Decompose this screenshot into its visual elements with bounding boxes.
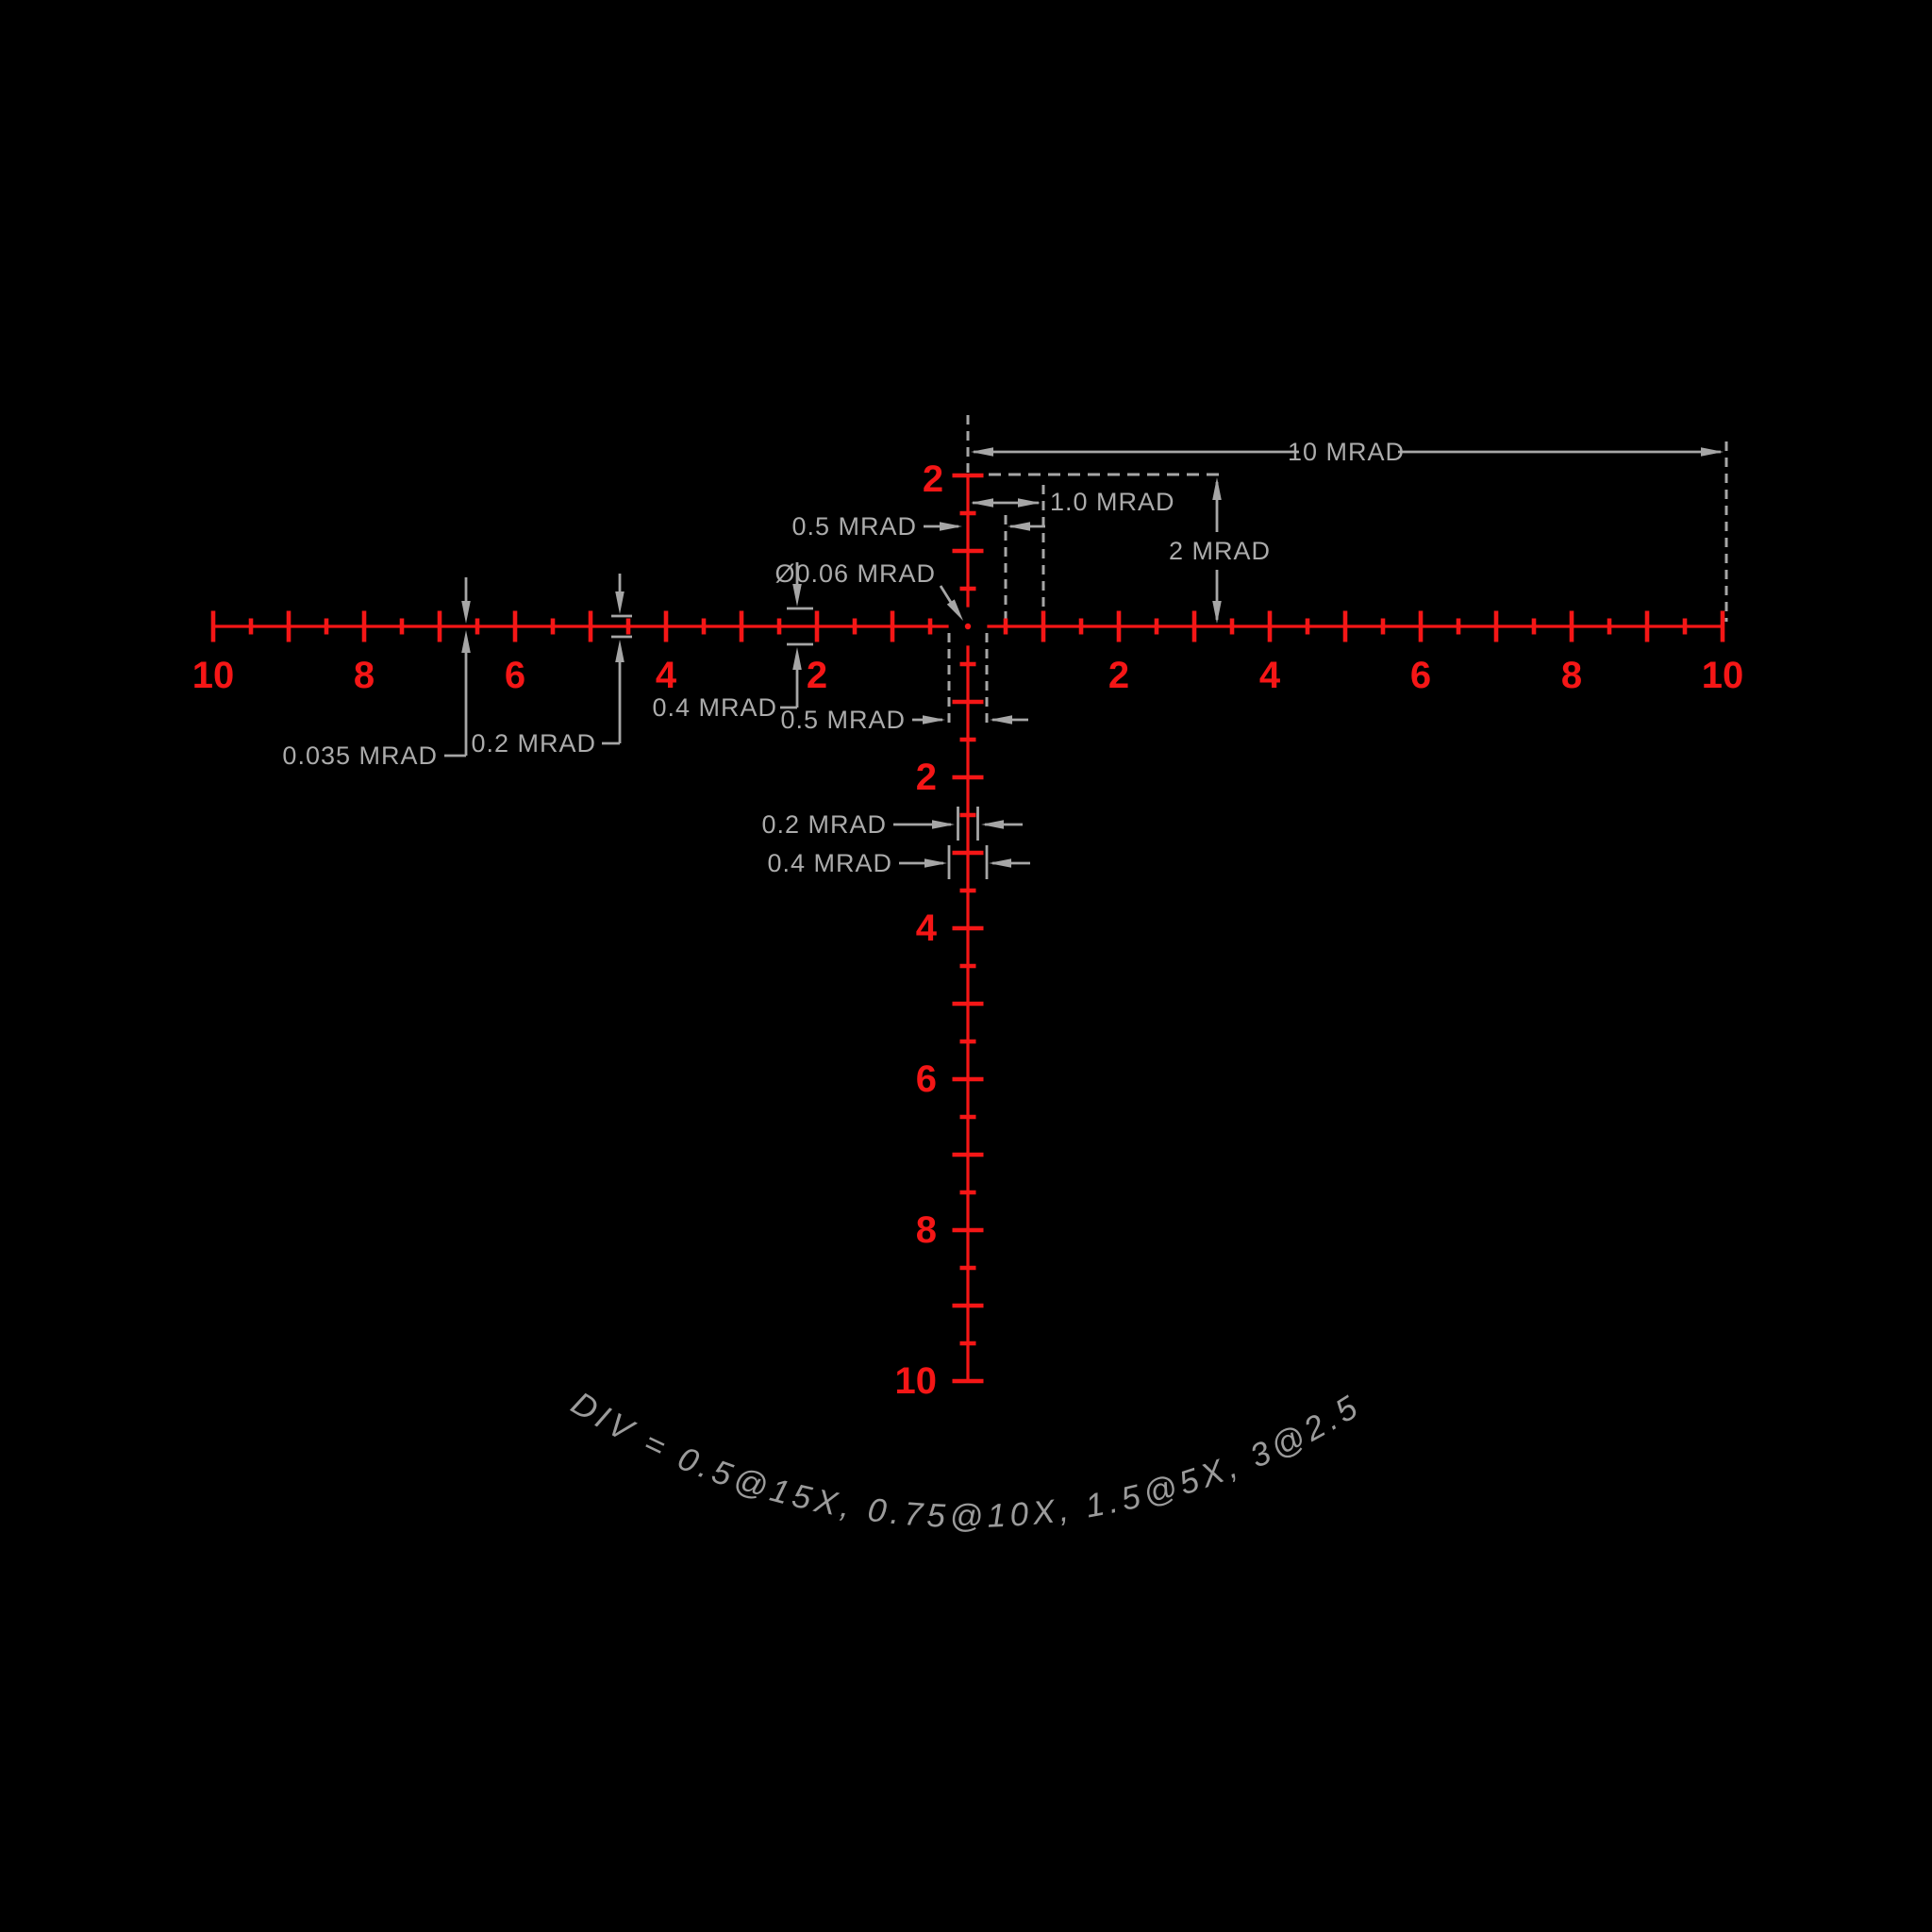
dimension-arrowhead [990,715,1012,724]
dim-2-mrad: 2 MRAD [1169,477,1271,624]
dim-0p4-mrad-horizontal-tick: 0.4 MRAD [652,562,813,722]
horizontal-scale-number: 8 [354,655,375,696]
dim-1p0-mrad-label: 1.0 MRAD [1050,488,1175,516]
dim-0p5-mrad-center-gap-label: 0.5 MRAD [780,706,906,734]
dimension-arrowhead [1212,477,1222,500]
dimension-arrowhead [981,820,1004,829]
dim-0p4-mrad-vertical-tick: 0.4 MRAD [767,845,1030,879]
dimension-arrowhead [989,858,1011,868]
dim-0p2-mrad-vertical-tick: 0.2 MRAD [761,807,1023,841]
dimension-arrowhead [946,599,963,621]
vertical-scale-number: 4 [916,908,938,949]
dim-line-thickness-label: 0.035 MRAD [282,741,438,770]
horizontal-scale-number: 2 [1108,655,1129,696]
horizontal-scale-number: 2 [807,655,827,696]
dim-0p5-mrad-center-gap: 0.5 MRAD [780,706,1028,734]
vertical-scale-number: 10 [895,1360,938,1402]
dim-1p0-mrad: 1.0 MRAD [971,488,1175,516]
dim-dot-diameter: Ø0.06 MRAD [774,559,963,621]
vertical-scale-number: 6 [916,1058,937,1100]
dim-line-thickness: 0.035 MRAD [282,577,471,770]
horizontal-scale-number: 4 [1259,655,1281,696]
dim-0p2-mrad-horizontal-tick: 0.2 MRAD [471,574,632,758]
dimension-arrowhead [932,820,955,829]
dimension-arrowhead [1008,522,1030,531]
dimension-arrowhead [1018,498,1041,508]
upper-scale-number: 2 [923,458,943,500]
vertical-scale-number: 8 [916,1209,937,1251]
dimension-annotations: 10 MRAD 1.0 MRAD 2 MRAD 0.5 MRAD Ø0.06 MRAD 0… [282,438,1724,879]
horizontal-scale-number: 10 [1702,655,1744,696]
horizontal-scale-number: 6 [505,655,525,696]
dimension-arrowhead [461,601,471,624]
dimension-arrowhead [1212,601,1222,624]
dim-0p2-mrad-vertical-tick-label: 0.2 MRAD [761,810,887,839]
horizontal-scale-number: 6 [1410,655,1431,696]
dim-0p2-mrad-horizontal-tick-label: 0.2 MRAD [471,729,596,758]
dimension-arrowhead [971,447,993,457]
horizontal-scale-number: 8 [1561,655,1582,696]
dim-10-mrad: 10 MRAD [971,438,1724,466]
dimension-arrowhead [615,591,625,614]
dimension-arrowhead [940,522,962,531]
dim-2-mrad-label: 2 MRAD [1169,537,1271,565]
dimension-arrowhead [615,640,625,662]
dim-0p5-mrad-upper: 0.5 MRAD [791,512,1045,541]
dimension-arrowhead [923,715,945,724]
dashed-extension-lines [947,415,1728,728]
dim-0p4-mrad-horizontal-tick-label: 0.4 MRAD [652,693,777,722]
center-aiming-dot [964,623,972,630]
dim-0p5-mrad-upper-label: 0.5 MRAD [791,512,917,541]
horizontal-scale-number: 10 [192,655,235,696]
vertical-scale-number: 2 [916,757,937,798]
dim-dot-diameter-label: Ø0.06 MRAD [774,559,936,588]
dimension-arrowhead [792,584,802,607]
dimension-arrowhead [461,630,471,653]
dimension-arrowhead [1701,447,1724,457]
dimension-arrowhead [792,647,802,670]
dimension-arrowhead [924,858,947,868]
reticle-crosshair: 10 8 6 4 2 2 4 6 8 10 2 4 6 8 10 2 [192,458,1744,1402]
horizontal-scale-number: 4 [656,655,677,696]
dim-0p4-mrad-vertical-tick-label: 0.4 MRAD [767,849,892,877]
dim-10-mrad-label: 10 MRAD [1288,438,1405,466]
dimension-arrowhead [971,498,993,508]
